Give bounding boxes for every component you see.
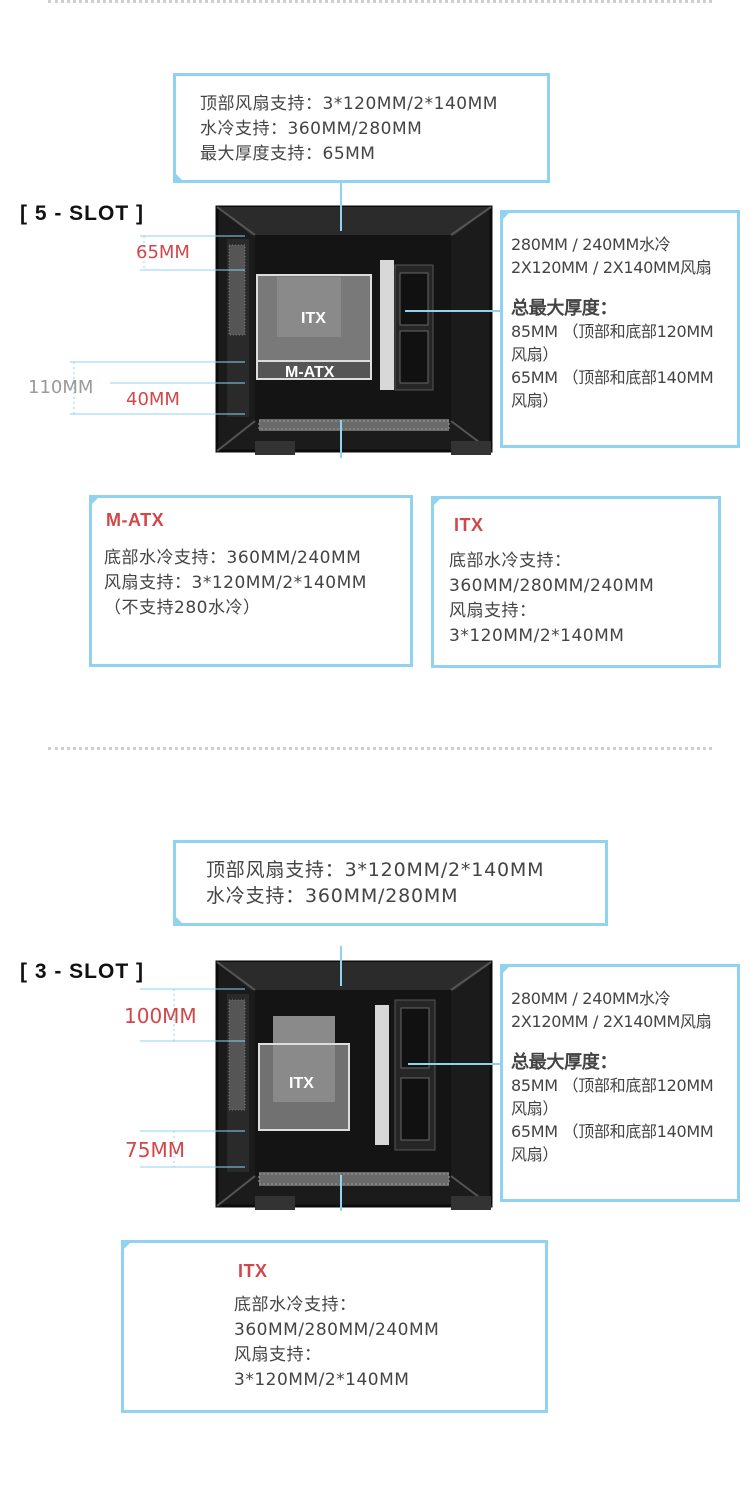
separator-middle (48, 747, 712, 750)
matx-case-label: M-ATX (285, 364, 335, 381)
right-box-line: 85MM （顶部和底部120MM (511, 1076, 714, 1095)
matx-support-box: M-ATX 底部水冷支持：360MM/240MM 风扇支持：3*120MM/2*… (89, 495, 413, 667)
right-box-line: 65MM （顶部和底部140MM (511, 1122, 714, 1141)
right-box-line: 风扇） (511, 1099, 559, 1118)
dimension-guides (140, 988, 245, 1168)
dim-total-110: 110MM (28, 377, 94, 398)
itx-box-line: 3*120MM/2*140MM (234, 1370, 410, 1390)
top-box-line: 顶部风扇支持：3*120MM/2*140MM (200, 94, 498, 114)
box-corner-accent (500, 210, 512, 222)
right-box-line: 85MM （顶部和底部120MM (511, 322, 714, 341)
right-box-line: 280MM / 240MM水冷 (511, 235, 671, 254)
itx-box-line: 风扇支持： (449, 601, 537, 621)
right-box-heading: 总最大厚度： (511, 1052, 618, 1073)
itx-case-label: ITX (301, 310, 326, 327)
top-support-box: 顶部风扇支持：3*120MM/2*140MM 水冷支持：360MM/280MM (173, 840, 608, 926)
itx-box-line: 风扇支持： (234, 1345, 322, 1365)
itx-box-line: 360MM/280MM/240MM (449, 576, 655, 596)
dim-top-100: 100MM (124, 1004, 197, 1028)
separator-top (48, 0, 712, 3)
top-support-box: 顶部风扇支持：3*120MM/2*140MM 水冷支持：360MM/280MM … (173, 73, 550, 183)
box-corner-accent (173, 914, 185, 926)
connector-line (340, 420, 342, 458)
right-box-heading: 总最大厚度： (511, 298, 618, 319)
right-box-line: 65MM （顶部和底部140MM (511, 368, 714, 387)
right-support-box: 280MM / 240MM水冷 2X120MM / 2X140MM风扇 总最大厚… (500, 964, 740, 1202)
itx-support-box: ITX 底部水冷支持： 360MM/280MM/240MM 风扇支持： 3*12… (121, 1240, 548, 1413)
box-corner-accent (173, 171, 185, 183)
top-box-line: 水冷支持：360MM/280MM (206, 885, 459, 907)
connector-line (340, 946, 342, 986)
itx-box-line: 360MM/280MM/240MM (234, 1320, 440, 1340)
right-box-line: 风扇） (511, 391, 559, 410)
top-box-line: 顶部风扇支持：3*120MM/2*140MM (206, 859, 545, 881)
itx-support-box: ITX 底部水冷支持： 360MM/280MM/240MM 风扇支持： 3*12… (431, 496, 721, 668)
right-box-line: 风扇） (511, 1145, 559, 1164)
box-corner-accent (121, 1240, 133, 1252)
right-box-line: 2X120MM / 2X140MM风扇 (511, 1012, 712, 1031)
dim-top-65: 65MM (136, 242, 190, 263)
top-box-line: 最大厚度支持：65MM (200, 144, 376, 164)
dim-bottom-75: 75MM (125, 1138, 185, 1162)
pc-case-illustration: ITX (215, 960, 493, 1210)
matx-box-line: （不支持280水冷） (104, 598, 261, 618)
matx-box-line: 底部水冷支持：360MM/240MM (104, 548, 362, 568)
slot-label: [ 5 - SLOT ] (20, 202, 144, 225)
connector-line (405, 310, 502, 312)
itx-box-title: ITX (454, 515, 484, 535)
box-corner-accent (500, 964, 512, 976)
itx-box-line: 底部水冷支持： (449, 551, 572, 571)
matx-box-title: M-ATX (106, 510, 165, 530)
pc-case-illustration: ITX M-ATX (215, 205, 493, 455)
itx-box-title: ITX (238, 1261, 268, 1281)
connector-line (340, 1175, 342, 1211)
right-box-line: 风扇） (511, 345, 559, 364)
top-box-line: 水冷支持：360MM/280MM (200, 119, 423, 139)
itx-case-label: ITX (289, 1075, 314, 1092)
box-corner-accent (431, 496, 443, 508)
matx-box-line: 风扇支持：3*120MM/2*140MM (104, 573, 367, 593)
right-support-box: 280MM / 240MM水冷 2X120MM / 2X140MM风扇 总最大厚… (500, 210, 740, 448)
right-box-line: 280MM / 240MM水冷 (511, 989, 671, 1008)
connector-line (408, 1063, 502, 1065)
itx-box-line: 3*120MM/2*140MM (449, 626, 625, 646)
itx-box-line: 底部水冷支持： (234, 1295, 357, 1315)
dim-bottom-40: 40MM (126, 389, 180, 410)
box-corner-accent (89, 495, 101, 507)
connector-line (340, 183, 342, 231)
slot-label: [ 3 - SLOT ] (20, 960, 144, 983)
dimension-guides (70, 235, 245, 415)
right-box-line: 2X120MM / 2X140MM风扇 (511, 258, 712, 277)
